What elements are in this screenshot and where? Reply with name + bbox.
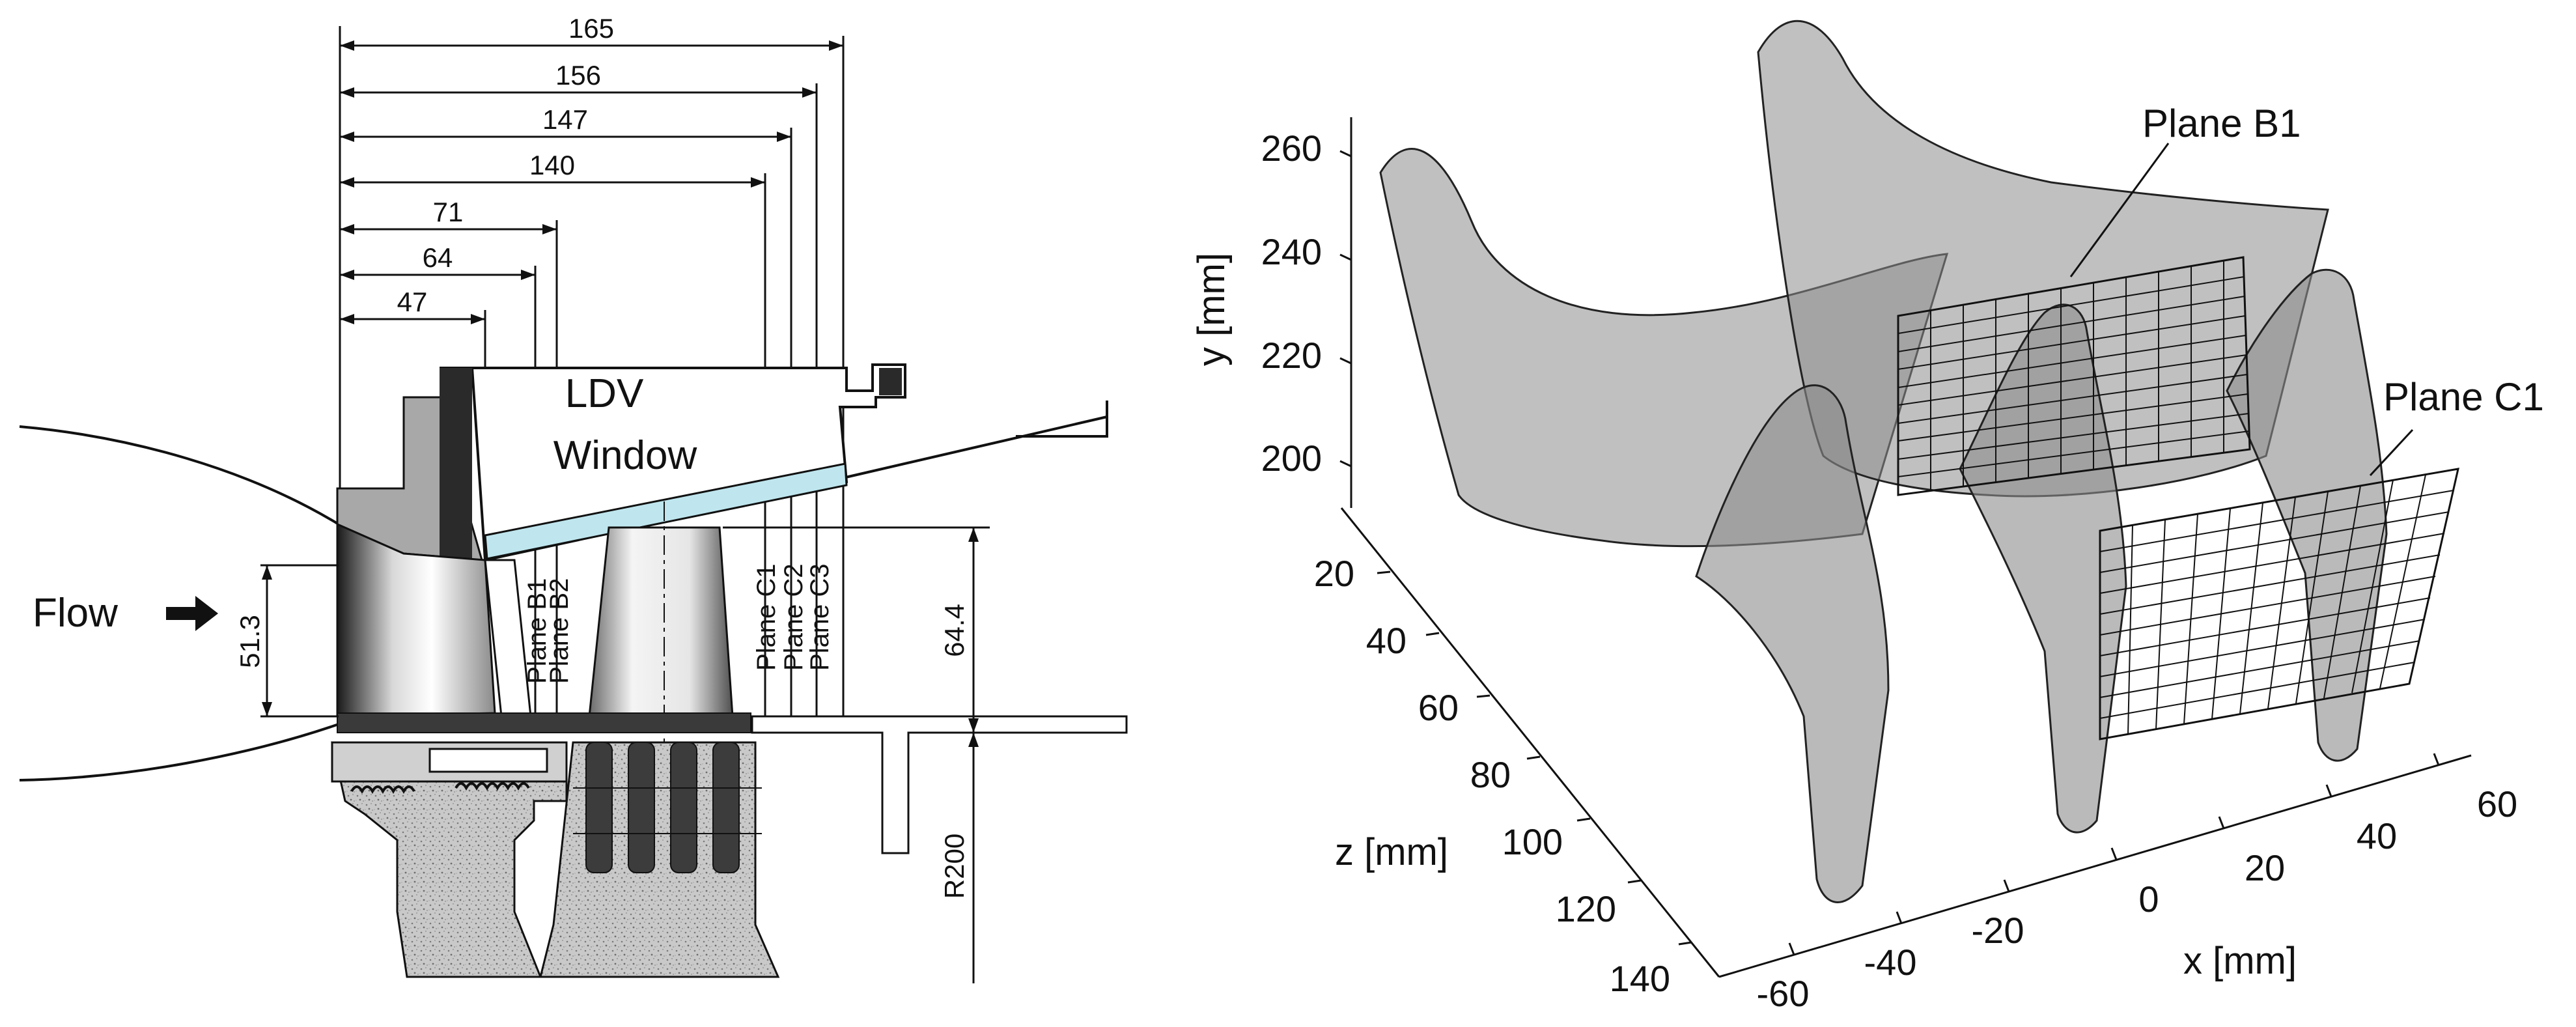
z-tick-140: 140 — [1610, 958, 1670, 999]
plane-c3-label: Plane C3 — [805, 563, 834, 671]
rotor-blade-1 — [1695, 384, 1890, 903]
dimension-165: 165 — [568, 13, 614, 44]
ldv-label: LDV — [565, 371, 644, 416]
plane-c1-grid — [2099, 468, 2459, 740]
window-frame-left-post — [440, 368, 472, 563]
dimension-47: 47 — [397, 287, 428, 317]
plane-c1-3d-label: Plane C1 — [2383, 375, 2544, 419]
radius-value: R200 — [939, 834, 970, 899]
labyrinth-teeth — [350, 782, 530, 795]
plane-b1-label: Plane B1 — [523, 578, 552, 684]
window-frame-right-ear — [879, 368, 902, 395]
dimension-156: 156 — [555, 60, 601, 91]
window-label: Window — [553, 433, 697, 478]
x-tick-60: 60 — [2477, 783, 2517, 824]
x-tick-neg60: -60 — [1757, 973, 1810, 1014]
y-tick-260: 260 — [1261, 128, 1322, 169]
x-tick-0: 0 — [2138, 879, 2159, 920]
hub-lower-plate — [751, 715, 1128, 854]
plane-b1-3d-label: Plane B1 — [2142, 102, 2301, 145]
x-axis-label: x [mm] — [2183, 940, 2297, 982]
passage-height-dimension — [723, 526, 990, 733]
turbine-cross-section: 165 156 147 140 71 64 47 LDV Window — [19, 13, 1128, 983]
z-tick-80: 80 — [1470, 754, 1511, 795]
x-tick-40: 40 — [2357, 815, 2397, 856]
y-tick-200: 200 — [1261, 438, 1322, 479]
z-tick-60: 60 — [1418, 687, 1459, 728]
z-tick-marks — [1377, 570, 1692, 946]
plane-c1-label: Plane C1 — [752, 563, 781, 671]
rotor-blades — [1695, 268, 2388, 903]
stator-disk — [331, 741, 568, 978]
y-tick-220: 220 — [1261, 335, 1322, 376]
flow-label: Flow — [33, 591, 118, 636]
y-tick-marks — [1339, 150, 1352, 468]
z-axis-label: z [mm] — [1335, 831, 1448, 873]
y-axis-label: y [mm] — [1190, 253, 1233, 366]
dimension-147: 147 — [542, 104, 588, 135]
dimension-64: 64 — [423, 242, 453, 273]
rotor-blade — [588, 526, 734, 718]
passage-height-value: 64.4 — [939, 604, 970, 657]
rotor-disk — [539, 741, 780, 978]
casing-step — [1016, 401, 1108, 438]
x-tick-marks — [1788, 753, 2440, 955]
z-tick-40: 40 — [1366, 620, 1407, 661]
nozzle-passage — [336, 522, 496, 718]
plot-axes — [1340, 117, 2472, 978]
dimension-71: 71 — [433, 197, 464, 227]
plane-b1-leader — [2069, 143, 2170, 277]
seal-insert — [428, 748, 548, 773]
ldv-window-glass — [484, 462, 848, 560]
dimension-arrows — [340, 40, 843, 324]
plane-b2-label: Plane B2 — [545, 578, 574, 684]
y-tick-240: 240 — [1261, 231, 1322, 272]
x-tick-neg20: -20 — [1972, 910, 2024, 951]
plane-c2-label: Plane C2 — [779, 563, 808, 671]
blade-3d-plot: 260 240 220 200 y [mm] 20 40 60 80 100 1… — [1190, 20, 2544, 1014]
inlet-height-dimension — [260, 564, 339, 718]
lower-endwall-contour — [19, 723, 339, 781]
dimension-140: 140 — [529, 150, 575, 180]
inlet-height-value: 51.3 — [234, 615, 265, 668]
plane-b1-grid — [1897, 256, 2251, 496]
x-tick-20: 20 — [2245, 847, 2285, 888]
hub-platform — [337, 712, 751, 733]
z-tick-120: 120 — [1556, 888, 1616, 929]
z-tick-20: 20 — [1314, 553, 1354, 594]
x-tick-neg40: -40 — [1864, 942, 1917, 983]
upper-casing-line — [839, 415, 1108, 480]
flow-arrow — [166, 596, 218, 631]
plane-c1-leader — [2369, 429, 2414, 477]
fir-tree-roots — [585, 742, 740, 873]
z-tick-100: 100 — [1502, 821, 1563, 862]
